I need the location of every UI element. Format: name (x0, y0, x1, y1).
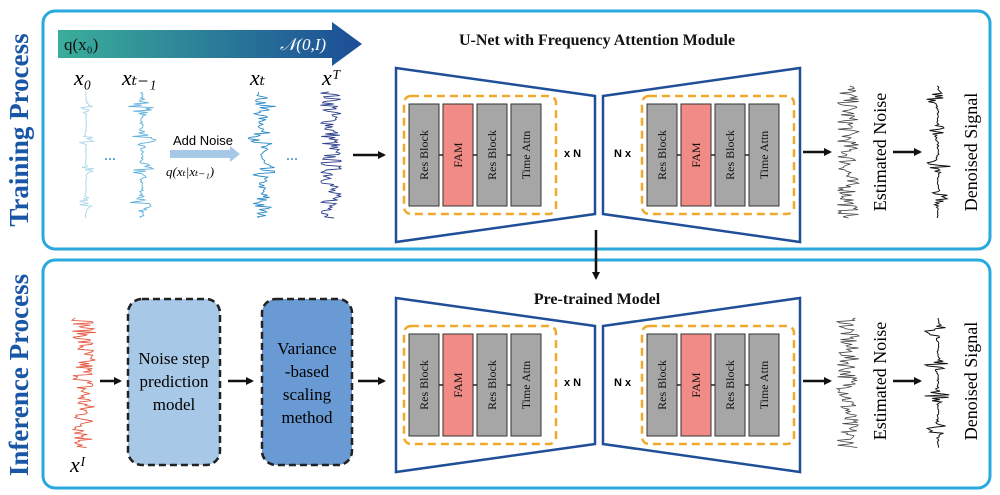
denoised-signal-label-inf: Denoised Signal (961, 322, 981, 441)
waveform-trace (836, 85, 861, 219)
scaling-line-1: Variance (277, 339, 336, 358)
train-enc-res-block-label: Res Block (485, 130, 499, 180)
train-enc-fam-1 (442, 103, 474, 207)
add-noise-label: Add Noise (173, 133, 233, 148)
inference-panel (41, 258, 992, 490)
train-enc-res-block-label: Res Block (417, 130, 431, 180)
train-dec-res-block-0 (646, 103, 678, 207)
label-xt: xₜ (249, 65, 266, 90)
train-enc-time-attn-3 (510, 103, 542, 207)
inference-section-label: Inference Process (4, 274, 34, 476)
waveform-trace (128, 91, 157, 219)
inf-enc-res-block-label: Res Block (417, 360, 431, 410)
inf-dec-res-block-label: Res Block (655, 360, 669, 410)
denoised-signal-label-train: Denoised Signal (961, 93, 981, 212)
inf-dec-res-block-label: Res Block (723, 360, 737, 410)
training-decoder: Res Block FAM Res Block Time Attn (601, 66, 802, 244)
inf-enc-trapezoid (394, 296, 597, 474)
gradient-right-label: 𝒩(0,I) (280, 35, 326, 54)
inf-dec-trapezoid (601, 296, 802, 474)
train-dec-fam-label: FAM (689, 142, 703, 167)
signal-xt (247, 91, 276, 219)
input-signal (70, 317, 96, 449)
train-dec-dashed-group (640, 94, 796, 216)
inference-decoder: Res Block FAM Res Block Time Attn (601, 296, 802, 474)
add-noise-arrow (170, 146, 240, 162)
train-dec-trapezoid (601, 66, 802, 244)
inf-enc-res-block-0 (408, 333, 440, 437)
waveform-trace (70, 317, 96, 449)
label-x0: x₀ (73, 65, 91, 90)
diffusion-gradient-arrow (58, 22, 362, 66)
noise-step-line-1: Noise step (138, 349, 209, 368)
gradient-left-label: q(x₀) (64, 35, 98, 54)
inf-enc-res-block-2 (476, 333, 508, 437)
q-formula: q(xₜ|xₜ₋₁) (166, 164, 214, 179)
train-dec-res-block-label: Res Block (655, 130, 669, 180)
train-enc-res-block-0 (408, 103, 440, 207)
inf-dec-res-block-0 (646, 333, 678, 437)
inf-dec-res-block-2 (714, 333, 746, 437)
scaling-line-2: -based (285, 362, 330, 381)
inf-dec-time-attn-3 (748, 333, 780, 437)
training-encoder: Res Block FAM Res Block Time Attn (394, 66, 597, 244)
train-enc-fam-label: FAM (451, 142, 465, 167)
inf-dec-fam-label: FAM (689, 372, 703, 397)
train-enc-time-attn-label: Time Attn (519, 131, 533, 180)
noise-step-line-2: prediction (140, 372, 209, 391)
inf-enc-time-attn-3 (510, 333, 542, 437)
inference-encoder: Res Block FAM Res Block Time Attn (394, 296, 597, 474)
denoised-signal-inf (923, 317, 950, 448)
signal-xt-1 (128, 91, 157, 219)
waveform-trace (926, 85, 951, 219)
train-dec-time-attn-3 (748, 103, 780, 207)
estimated-noise-label-train: Estimated Noise (870, 93, 890, 211)
waveform-trace (835, 317, 860, 448)
waveform-trace (319, 91, 343, 219)
estimated-noise-signal-train (836, 85, 861, 219)
train-dec-res-block-label: Res Block (723, 130, 737, 180)
denoised-signal-train (926, 85, 951, 219)
ellipsis-left: ... (104, 147, 116, 164)
variance-scaling-box (260, 297, 354, 467)
waveform-trace (923, 317, 950, 448)
noise-step-model-box (126, 297, 222, 467)
train-enc-dashed-group (402, 94, 558, 216)
label-xI: xᴵ (69, 452, 86, 477)
inf-dec-time-attn-label: Time Attn (757, 361, 771, 410)
label-xT: xᵀ (321, 65, 341, 90)
unet-title: U-Net with Frequency Attention Module (459, 32, 735, 49)
training-section-label: Training Process (4, 33, 34, 226)
noise-step-line-3: model (153, 395, 196, 414)
waveform-trace (79, 91, 95, 219)
training-panel (41, 9, 992, 251)
label-xt-1: xₜ₋₁ (121, 65, 156, 90)
estimated-noise-label-inf: Estimated Noise (870, 322, 890, 440)
inf-dec-dashed-group (640, 324, 796, 446)
training-encoder-repeat: x N (564, 148, 581, 160)
training-decoder-repeat: N x (614, 148, 632, 160)
scaling-line-4: method (282, 408, 333, 427)
estimated-noise-signal-inf (835, 317, 860, 448)
inf-enc-time-attn-label: Time Attn (519, 361, 533, 410)
inf-dec-fam-1 (680, 333, 712, 437)
inf-enc-fam-label: FAM (451, 372, 465, 397)
inference-encoder-repeat: x N (564, 377, 581, 389)
train-dec-fam-1 (680, 103, 712, 207)
inf-enc-res-block-label: Res Block (485, 360, 499, 410)
scaling-line-3: scaling (283, 385, 332, 404)
pretrained-title: Pre-trained Model (534, 291, 661, 308)
inference-decoder-repeat: N x (614, 377, 632, 389)
signal-xT (319, 91, 343, 219)
ellipsis-right: ... (286, 147, 298, 164)
train-dec-time-attn-label: Time Attn (757, 131, 771, 180)
inf-enc-dashed-group (402, 324, 558, 446)
signal-x0 (79, 91, 95, 219)
waveform-trace (247, 91, 276, 219)
inf-enc-fam-1 (442, 333, 474, 437)
train-enc-trapezoid (394, 66, 597, 244)
